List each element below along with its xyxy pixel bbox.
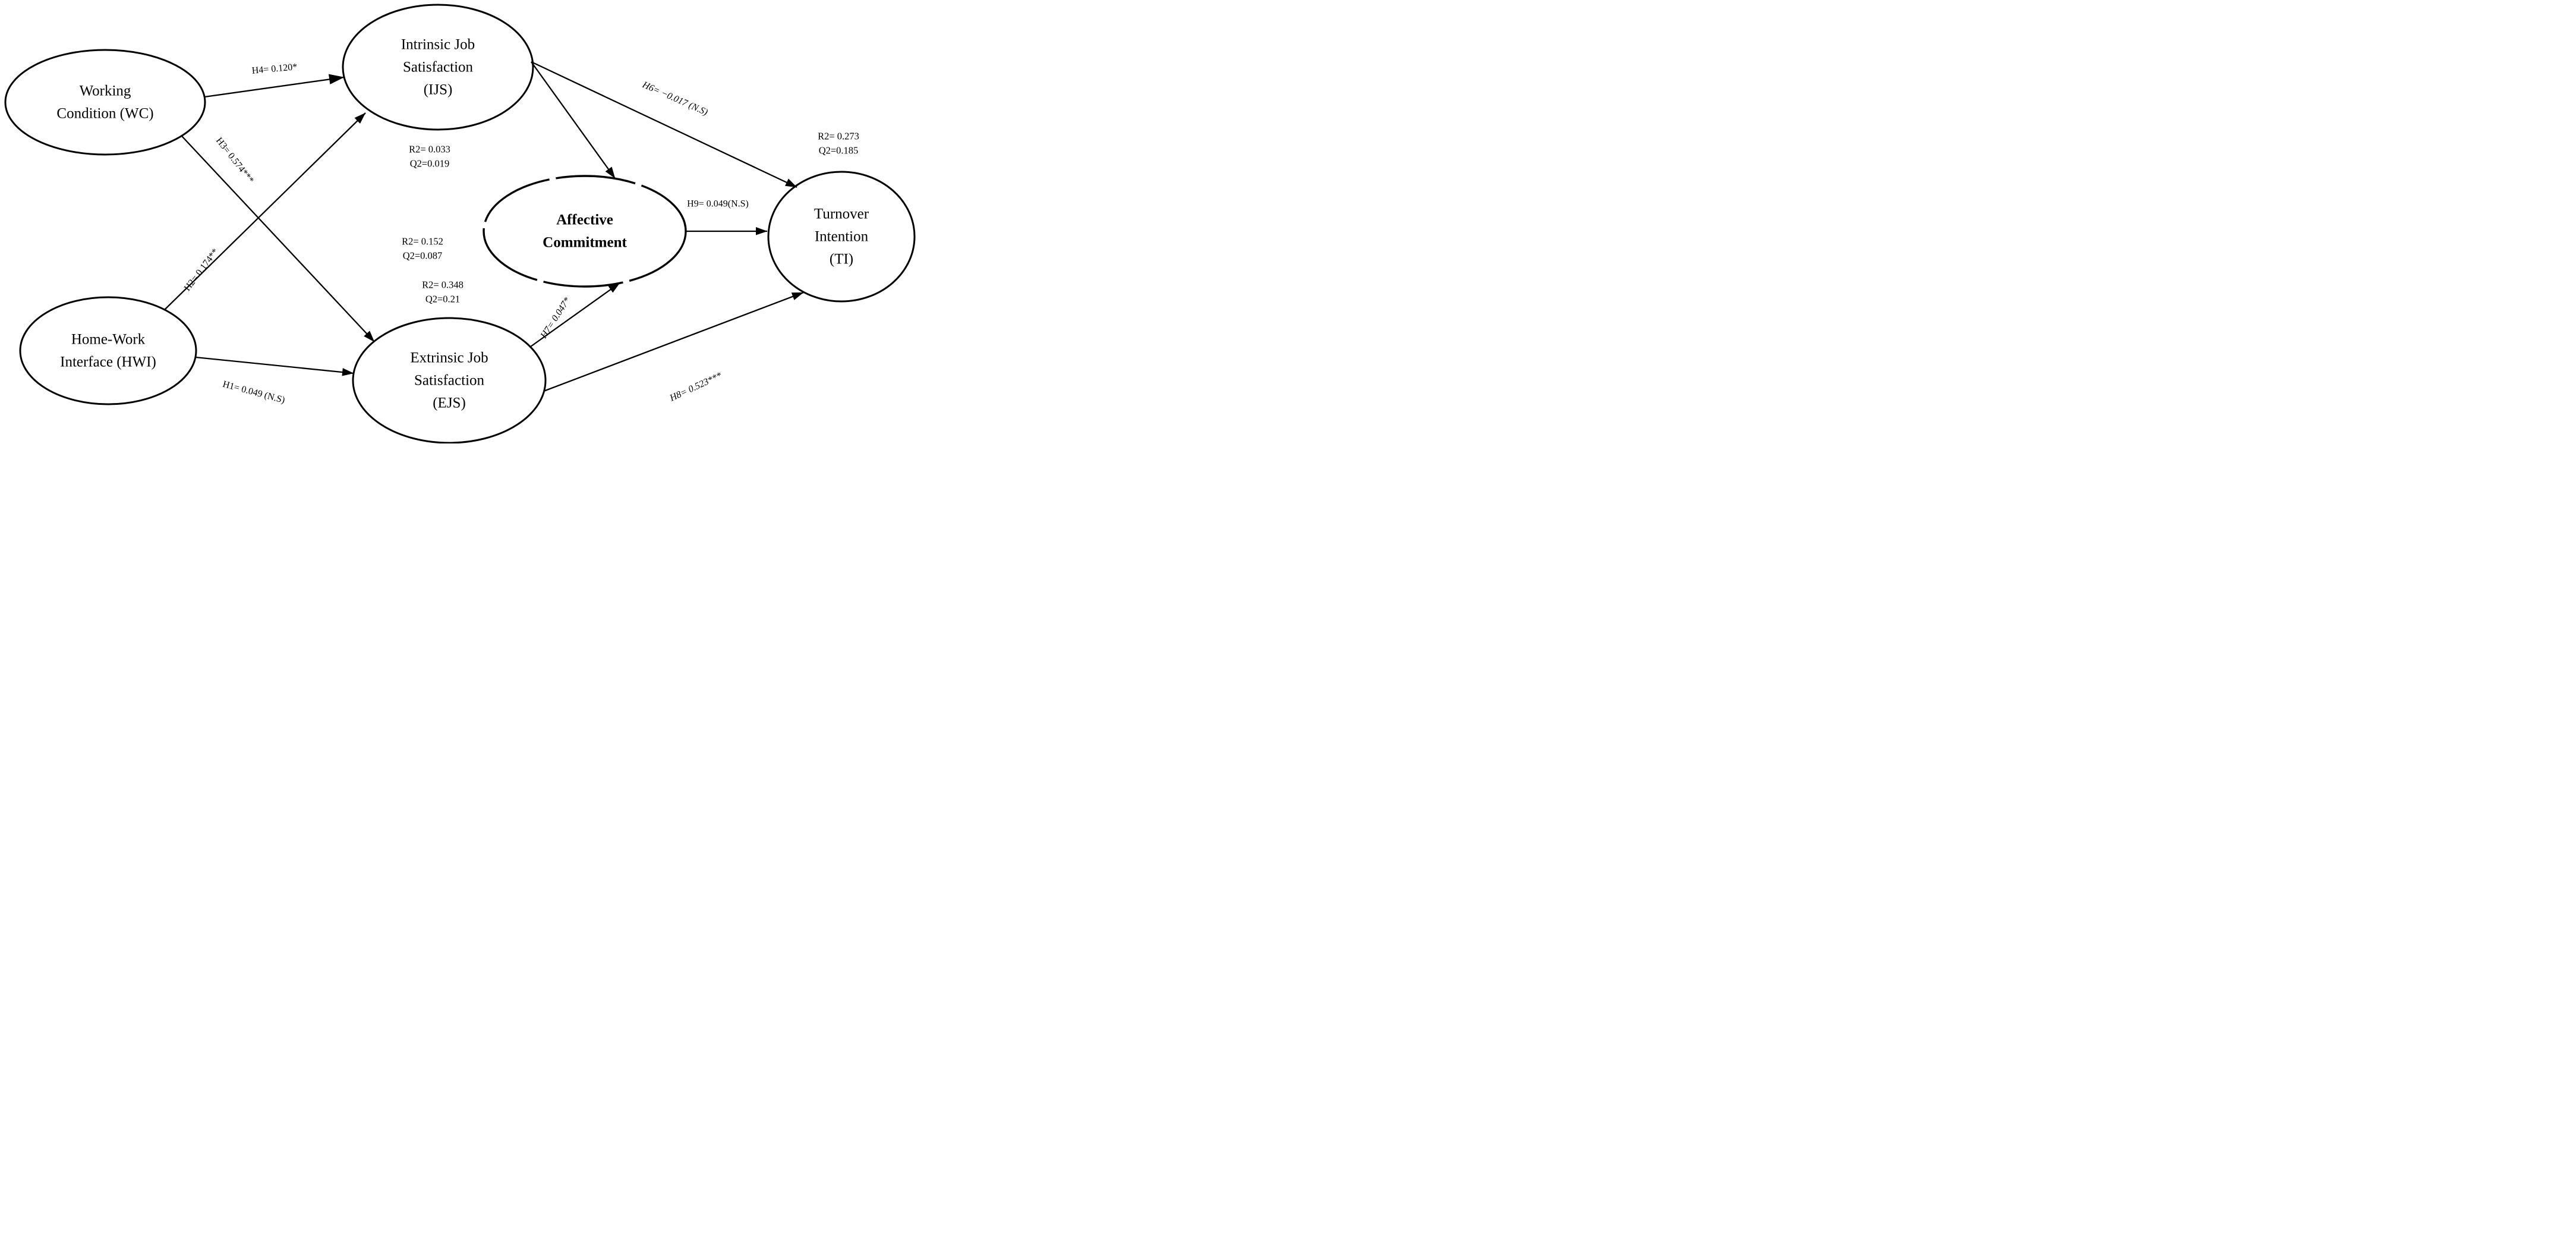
edge-h9-label: H9= 0.049(N.S): [687, 199, 749, 209]
node-ejs-label-line: (EJS): [433, 395, 466, 411]
edge-h1: H1= 0.049 (N.S): [195, 356, 354, 405]
node-wc-label-line: Condition (WC): [56, 106, 153, 122]
edge-h3-line: [181, 136, 375, 342]
node-ti-label-line: Turnover: [814, 206, 869, 222]
annotation-ejs-fit-line: Q2=0.21: [425, 294, 460, 305]
node-ti-shape: [767, 171, 916, 303]
annotation-ac-fit-line: Q2=0.087: [403, 250, 443, 262]
node-ijs-label-line: Intrinsic Job: [401, 37, 475, 53]
node-hwi-shape: [19, 296, 197, 405]
node-ejs-shape: [352, 317, 547, 443]
node-ti-label-line: (TI): [830, 251, 853, 268]
annotation-ijs-fit-line: R2= 0.033: [409, 144, 450, 155]
node-ijs-label-line: Satisfaction: [403, 59, 474, 75]
edge-h7-label: H7= 0.047*: [538, 296, 572, 341]
node-ac-label-line: Affective: [556, 212, 613, 228]
node-ti-label-line: Intention: [815, 229, 869, 245]
edge-h7: H7= 0.047*: [530, 282, 620, 347]
annotation-ac-fit-line: R2= 0.152: [402, 236, 443, 247]
edge-h9: H9= 0.049(N.S): [686, 199, 768, 235]
annotation-ijs-fit-line: Q2=0.019: [410, 158, 450, 169]
node-ijs-shape: [342, 4, 534, 131]
edge-h4: H4= 0.120*: [204, 62, 345, 98]
edge-h4-line: [204, 74, 345, 98]
node-wc-label-line: Working: [80, 83, 131, 99]
edge-h3: H3= 0.574***: [181, 136, 375, 342]
edge-h6: H6= −0.017 (N.S): [531, 61, 797, 188]
edge-h6-line: [531, 61, 797, 188]
node-ejs-label-line: Extrinsic Job: [410, 350, 488, 366]
edge-h2-label: H2= 0.174**: [182, 247, 220, 293]
edge-h4-label: H4= 0.120*: [251, 62, 298, 76]
node-ejs-label-line: Satisfaction: [414, 373, 485, 389]
node-hwi-label-line: Home-Work: [71, 332, 146, 348]
edge-h2: H2= 0.174**: [164, 112, 366, 310]
annotation-ti-fit-line: Q2=0.185: [819, 145, 859, 156]
edge-h1-label: H1= 0.049 (N.S): [222, 379, 286, 405]
edge-h2-line: [164, 112, 366, 310]
edge-h6-label: H6= −0.017 (N.S): [641, 80, 710, 118]
edge-ijs-ac: [531, 61, 616, 179]
node-hwi-label-line: Interface (HWI): [60, 354, 156, 370]
edge-h8-line: [543, 291, 804, 392]
edge-h8-label: H8= 0.523***: [668, 370, 724, 404]
node-ijs-label-line: (IJS): [424, 82, 453, 98]
edge-h1-line: [195, 356, 354, 376]
annotation-ti-fit-line: R2= 0.273: [818, 131, 859, 142]
node-wc-shape: [4, 49, 206, 156]
edge-h7-line: [530, 282, 620, 347]
node-ac-label-line: Commitment: [543, 235, 627, 251]
edge-ijs-ac-line: [531, 61, 616, 179]
node-ac-shape: [483, 175, 687, 288]
annotation-ejs-fit-line: R2= 0.348: [422, 279, 464, 291]
